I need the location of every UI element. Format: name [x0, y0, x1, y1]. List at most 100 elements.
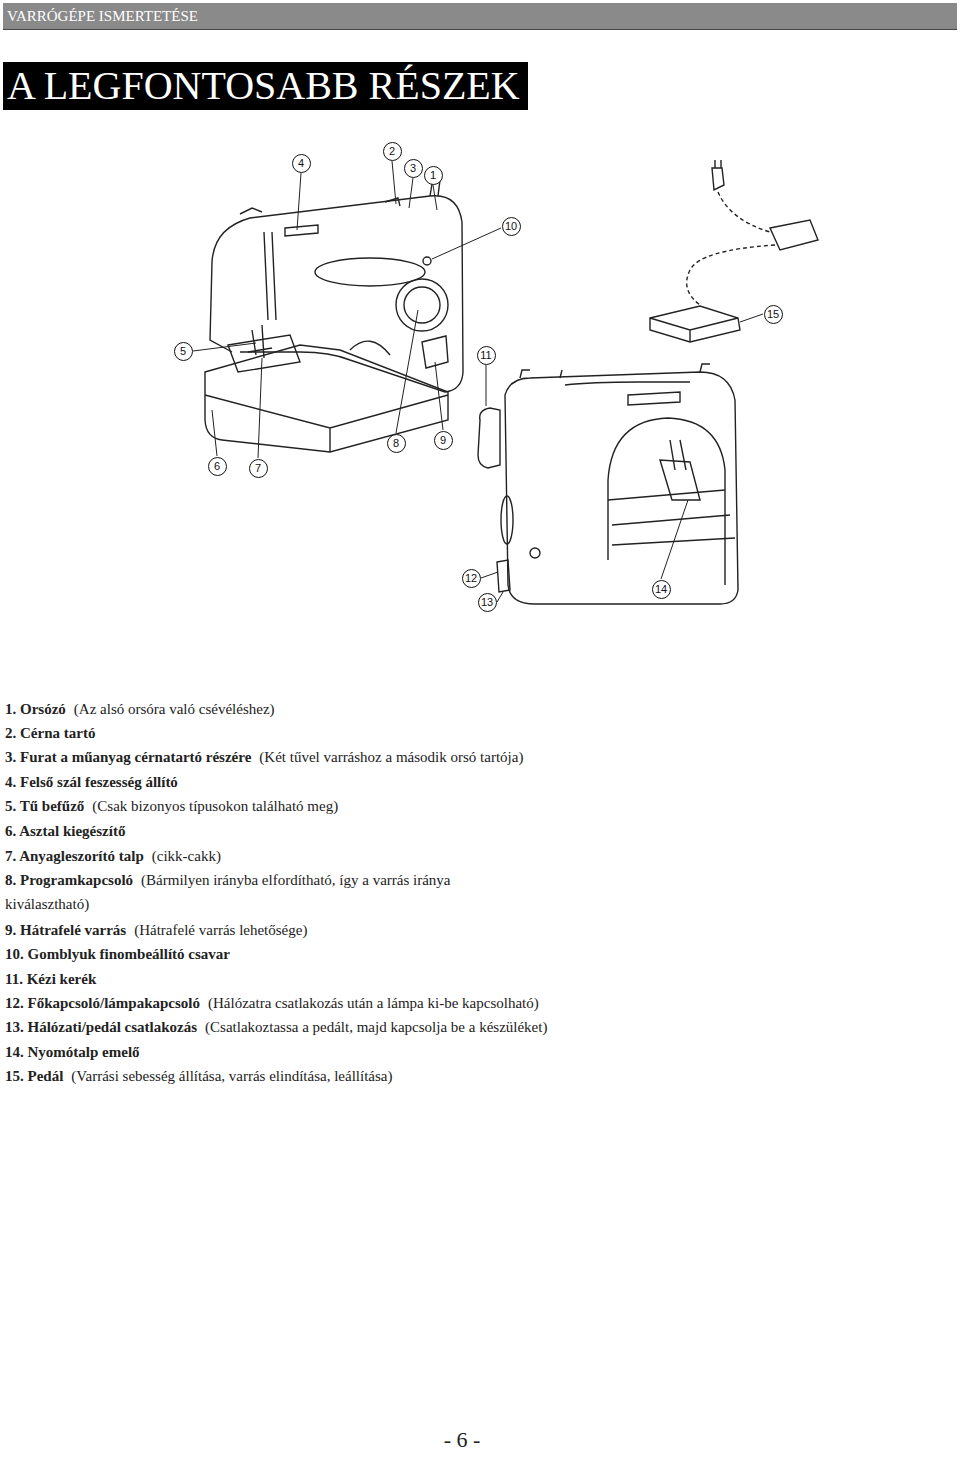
list-item: 11. Kézi kerék: [5, 967, 104, 991]
callout-number: 7: [249, 459, 268, 478]
connector: [770, 220, 818, 250]
callout-number: 2: [383, 142, 402, 161]
list-item: 1. Orsózó(Az alsó orsóra való csévéléshe…: [5, 697, 275, 721]
part-name: 5. Tű befűző: [5, 798, 84, 814]
header-text: VARRÓGÉPE ISMERTETÉSE: [3, 8, 198, 24]
callout-text: 13: [481, 597, 493, 608]
part-name: 12. Főkapcsoló/lámpakapcsoló: [5, 995, 200, 1011]
presser-foot: [248, 325, 272, 358]
part-name: 1. Orsózó: [5, 701, 66, 717]
callout-text: 11: [480, 350, 491, 361]
needle-bar: [670, 440, 686, 470]
list-item: 8. Programkapcsoló(Bármilyen irányba elf…: [5, 868, 455, 916]
machine-body-back: [505, 372, 738, 604]
callout-text: 9: [440, 435, 446, 446]
callout-text: 5: [180, 346, 186, 357]
callout-number: 4: [292, 154, 311, 173]
part-name: 11. Kézi kerék: [5, 971, 96, 987]
callout-number: 5: [174, 342, 193, 361]
part-note: (cikk-cakk): [152, 848, 221, 864]
part-name: 8. Programkapcsoló: [5, 872, 133, 888]
part-name: 2. Cérna tartó: [5, 725, 95, 741]
list-item: 5. Tű befűző(Csak bizonyos típusokon tal…: [5, 794, 338, 818]
machine-arm: [212, 196, 463, 392]
plug: [712, 160, 724, 190]
front-cover: [264, 232, 276, 320]
callout-number: 9: [434, 431, 453, 450]
machine-head: [210, 262, 232, 352]
handle-grip: [628, 392, 680, 405]
cord: [687, 245, 775, 305]
socket: [530, 548, 540, 558]
part-name: 10. Gomblyuk finombeállító csavar: [5, 946, 230, 962]
callout-text: 2: [389, 146, 395, 157]
handle: [565, 382, 690, 385]
handwheel-dial-inner: [404, 287, 440, 323]
callout-text: 6: [214, 461, 220, 472]
list-item: 13. Hálózati/pedál csatlakozás (Csatlakoz…: [5, 1015, 547, 1039]
callout-number: 8: [387, 434, 406, 453]
top-pins: [520, 364, 710, 378]
machine-bed: [205, 345, 448, 452]
part-name: 6. Asztal kiegészítő: [5, 823, 125, 839]
screw: [423, 257, 431, 265]
list-item: 14. Nyomótalp emelő: [5, 1040, 148, 1064]
list-item: 4. Felső szál feszesség állító: [5, 770, 186, 794]
tension-dial: [285, 225, 318, 236]
callout-number: 13: [478, 593, 497, 612]
part-note: (Csatlakoztassa a pedált, majd kapcsolja…: [205, 1019, 547, 1035]
panel-oval: [315, 258, 425, 286]
callout-text: 14: [655, 584, 667, 595]
back-machine: [478, 364, 738, 604]
switch: [497, 560, 510, 592]
callout-text: 12: [465, 573, 477, 584]
part-name: 4. Felső szál feszesség állító: [5, 774, 178, 790]
handwheel-dial: [396, 279, 448, 331]
callout-number: 11: [477, 346, 496, 365]
part-note: (Hálózatra csatlakozás után a lámpa ki-b…: [208, 995, 539, 1011]
title-band: A LEGFONTOSABB RÉSZEK: [3, 62, 528, 110]
front-machine: [205, 180, 463, 452]
callout-number: 6: [208, 457, 227, 476]
header-bar: VARRÓGÉPE ISMERTETÉSE: [3, 3, 957, 30]
callout-text: 10: [505, 221, 517, 232]
leader-lines: [193, 161, 763, 602]
pedal-edge: [650, 318, 738, 342]
callout-text: 1: [430, 170, 436, 181]
page-number: - 6 -: [444, 1427, 481, 1453]
handwheel-back: [478, 408, 500, 468]
list-item: 3. Furat a műanyag cérnatartó részére (Ké…: [5, 745, 523, 769]
list-item: 12. Főkapcsoló/lámpakapcsoló (Hálózatra c…: [5, 991, 539, 1015]
callout-text: 7: [255, 463, 261, 474]
list-item: 6. Asztal kiegészítő: [5, 819, 133, 843]
callout-number: 15: [764, 305, 783, 324]
callout-text: 3: [410, 163, 416, 174]
callout-text: 15: [767, 309, 779, 320]
cord-and-pedal: [650, 160, 818, 342]
callout-number: 12: [462, 569, 481, 588]
list-item: 7. Anyagleszorító talp (cikk-cakk): [5, 844, 221, 868]
vent: [501, 496, 513, 544]
bed-edge: [205, 395, 448, 452]
part-note: (Hátrafelé varrás lehetősége): [134, 922, 307, 938]
part-note: (Varrási sebesség állítása, varrás elind…: [71, 1068, 392, 1084]
arm-opening: [608, 418, 725, 585]
part-name: 7. Anyagleszorító talp: [5, 848, 144, 864]
callout-text: 8: [393, 438, 399, 449]
list-item: 2. Cérna tartó: [5, 721, 103, 745]
part-name: 15. Pedál: [5, 1068, 63, 1084]
callout-number: 3: [404, 159, 423, 178]
list-item: 15. Pedál (Varrási sebesség állítása, var…: [5, 1064, 392, 1088]
part-note: (Két tűvel varráshoz a második orsó tart…: [259, 749, 523, 765]
part-name: 3. Furat a műanyag cérnatartó részére: [5, 749, 251, 765]
callout-number: 14: [652, 580, 671, 599]
presser-foot-back: [660, 460, 700, 500]
callout-number: 10: [502, 217, 521, 236]
page-title: A LEGFONTOSABB RÉSZEK: [7, 63, 520, 108]
part-name: 13. Hálózati/pedál csatlakozás: [5, 1019, 197, 1035]
arm-curve: [350, 341, 390, 355]
callout-number: 1: [424, 166, 443, 185]
part-name: 14. Nyomótalp emelő: [5, 1044, 140, 1060]
foot-pedal: [650, 306, 740, 342]
